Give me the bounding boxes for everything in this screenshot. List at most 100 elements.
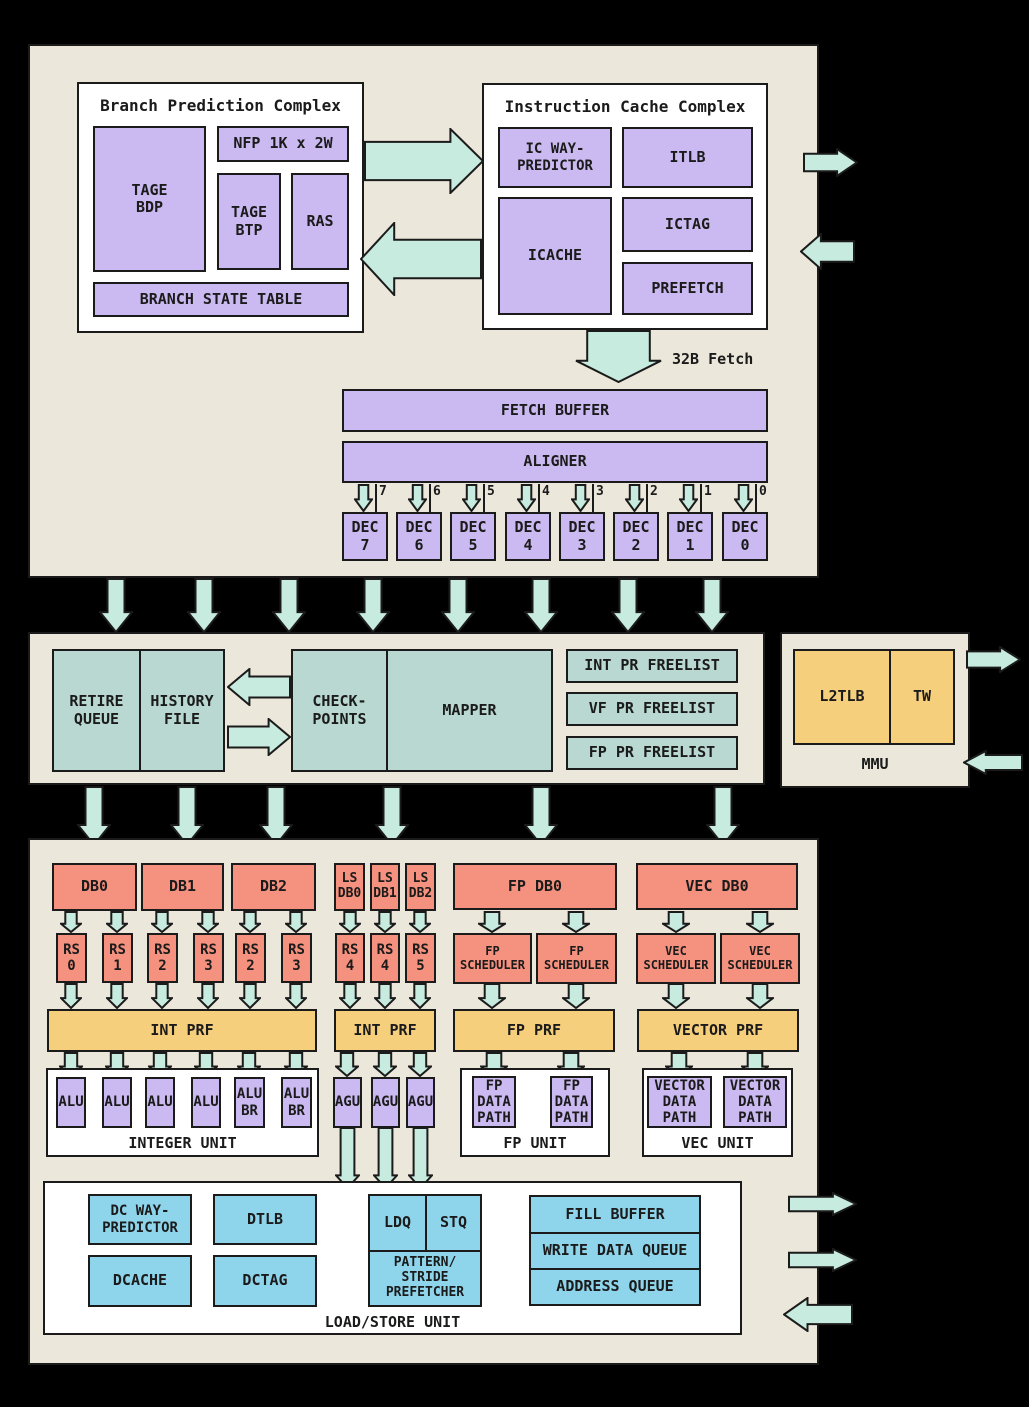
scheduler-to-prf-arrow [746, 983, 774, 1009]
vec-scheduler-block: VEC SCHEDULER [636, 933, 716, 984]
dtlb-block: DTLB [213, 1194, 317, 1245]
integer-unit [46, 1068, 319, 1157]
rs-to-prf-arrow [197, 983, 219, 1009]
vector-datapath-block: VECTOR DATA PATH [647, 1076, 712, 1128]
icache-block: ICACHE [498, 197, 612, 315]
dec2-block: DEC 2 [613, 512, 659, 561]
fp-pr-freelist-block: FP PR FREELIST [566, 736, 738, 770]
rs-to-prf-arrow [60, 983, 82, 1009]
rename-to-dispatch-arrow [524, 786, 558, 846]
dec3-lane-number: 3 [596, 484, 604, 499]
ras-block: RAS [291, 173, 349, 270]
dec1-lane-number: 1 [704, 484, 712, 499]
lsu-in-arrow [783, 1297, 853, 1332]
rs-to-prf-arrow [409, 983, 431, 1009]
db-to-rs-arrow [197, 911, 219, 933]
agu-to-lsu-arrow [408, 1127, 433, 1189]
rs0-block: RS 0 [56, 933, 87, 983]
db-to-rs-arrow [151, 911, 173, 933]
address-queue-block: ADDRESS QUEUE [529, 1268, 701, 1306]
dec3-block: DEC 3 [559, 512, 605, 561]
aligner-to-dec4-arrow [517, 484, 536, 512]
fetch-buffer-block: FETCH BUFFER [342, 389, 768, 432]
mmu-in-arrow [963, 750, 1023, 775]
dec7-block: DEC 7 [342, 512, 388, 561]
decode-to-rename-arrow [611, 578, 645, 633]
db-to-rs-arrow [409, 911, 431, 933]
stq-block: STQ [425, 1194, 482, 1252]
ictag-block: ICTAG [622, 197, 753, 252]
lsu-out-arrow [788, 1248, 857, 1272]
dec1-lane-line [700, 484, 702, 512]
dec3-lane-line [592, 484, 594, 512]
vec-scheduler-block: VEC SCHEDULER [720, 933, 800, 984]
history-file-block: HISTORY FILE [139, 649, 225, 772]
vf-pr-freelist-block: VF PR FREELIST [566, 692, 738, 726]
aligner-to-dec0-arrow [734, 484, 753, 512]
aligner-to-dec5-arrow [462, 484, 481, 512]
db1-block: DB1 [141, 863, 224, 911]
aligner-to-dec1-arrow [679, 484, 698, 512]
scheduler-to-prf-arrow [562, 983, 590, 1009]
historyfile-to-checkpoints-arrow [227, 718, 291, 756]
scheduler-to-prf-arrow [478, 983, 506, 1009]
dec0-lane-number: 0 [759, 484, 767, 499]
aligner-to-dec6-arrow [408, 484, 427, 512]
fp-scheduler-block: FP SCHEDULER [453, 933, 532, 984]
rename-to-dispatch-arrow [259, 786, 293, 846]
checkpoints-block: CHECK- POINTS [291, 649, 388, 772]
ic-way-predictor-block: IC WAY- PREDICTOR [498, 127, 612, 188]
aligner-to-dec2-arrow [625, 484, 644, 512]
agu-to-lsu-arrow [373, 1127, 398, 1189]
retire-queue-block: RETIRE QUEUE [52, 649, 141, 772]
alu-br-block: ALU BR [234, 1077, 265, 1128]
db2-block: DB2 [231, 863, 316, 911]
branch-state-table-block: BRANCH STATE TABLE [93, 282, 349, 317]
rs3-block: RS 3 [193, 933, 224, 983]
write-data-queue-block: WRITE DATA QUEUE [529, 1232, 701, 1270]
icc-to-bpc-arrow [360, 222, 482, 296]
frontend-out-arrow [803, 148, 858, 177]
alu-block: ALU [56, 1077, 86, 1128]
ldq-block: LDQ [368, 1194, 427, 1252]
db-to-rs-arrow [239, 911, 261, 933]
db-to-rs-arrow [374, 911, 396, 933]
dec0-lane-line [755, 484, 757, 512]
dec7-lane-number: 7 [379, 484, 387, 499]
load-store-unit-caption: LOAD/STORE UNIT [324, 1313, 461, 1331]
dec5-block: DEC 5 [450, 512, 496, 561]
fp-db0-block: FP DB0 [453, 863, 617, 910]
rs3b-block: RS 3 [281, 933, 312, 983]
db-to-rs-arrow [285, 911, 307, 933]
db-to-scheduler-arrow [746, 911, 774, 933]
mapper-block: MAPPER [386, 649, 553, 772]
rs4b-block: RS 4 [370, 933, 400, 983]
db-to-scheduler-arrow [662, 911, 690, 933]
branch-prediction-complex-title: Branch Prediction Complex [100, 96, 341, 115]
rename-to-dispatch-arrow [375, 786, 409, 846]
agu-block: AGU [406, 1077, 435, 1128]
dec4-block: DEC 4 [505, 512, 551, 561]
tage-bdp-block: TAGE BDP [93, 126, 206, 272]
rs-to-prf-arrow [151, 983, 173, 1009]
aligner-to-dec3-arrow [571, 484, 590, 512]
dec0-block: DEC 0 [722, 512, 768, 561]
ls-db1-block: LS DB1 [370, 863, 400, 911]
l2tlb-block: L2TLB [793, 649, 891, 745]
frontend-in-arrow [800, 233, 855, 270]
decode-to-rename-arrow [99, 578, 133, 633]
dec2-lane-number: 2 [650, 484, 658, 499]
dctag-block: DCTAG [213, 1255, 317, 1307]
dec2-lane-line [646, 484, 648, 512]
db-to-rs-arrow [60, 911, 82, 933]
tage-btp-block: TAGE BTP [217, 173, 281, 270]
rs-to-prf-arrow [339, 983, 361, 1009]
decode-to-rename-arrow [695, 578, 729, 633]
icache-to-fetchbuffer-arrow [575, 330, 662, 383]
rs4-block: RS 4 [335, 933, 365, 983]
fetch-width-label: 32B Fetch [672, 350, 754, 368]
aligner-to-dec7-arrow [354, 484, 373, 512]
dc-way-predictor-block: DC WAY- PREDICTOR [88, 1194, 192, 1245]
db-to-scheduler-arrow [478, 911, 506, 933]
rename-to-dispatch-arrow [170, 786, 204, 846]
